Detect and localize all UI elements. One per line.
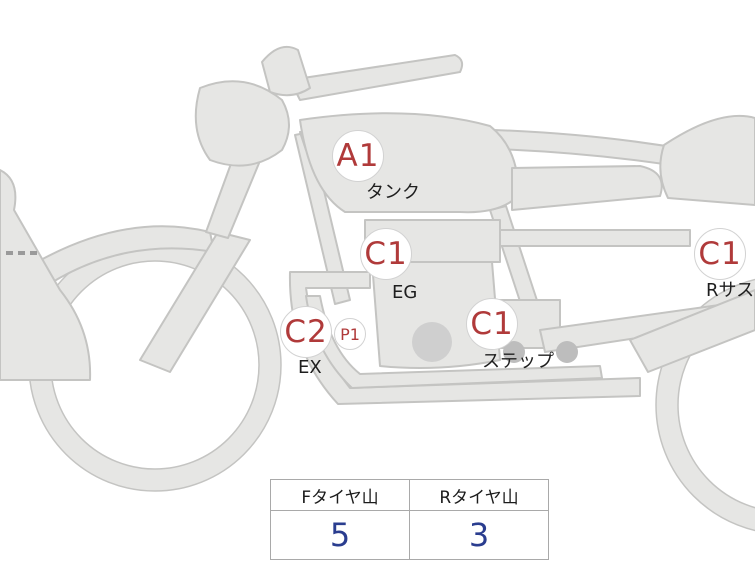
marker-tank: A1 <box>332 130 384 182</box>
rear-tire-header: Rタイヤ山 <box>409 479 549 511</box>
label-exhaust: EX <box>298 357 322 378</box>
marker-exhaust: C2 <box>280 306 332 358</box>
front-cowl <box>0 169 92 381</box>
marker-rear-suspension: C1 <box>694 228 746 280</box>
rear-cowl <box>659 114 755 206</box>
step-peg-right <box>556 341 578 363</box>
front-tire-header: Fタイヤ山 <box>270 479 410 511</box>
front-fork <box>139 231 251 373</box>
seat <box>511 165 663 211</box>
engine-cover <box>412 322 452 362</box>
marker-exhaust-secondary: P1 <box>334 318 366 350</box>
front-tire-value: 5 <box>270 510 410 560</box>
headlight <box>194 80 290 167</box>
rear-wheel <box>656 279 755 531</box>
label-rear-suspension: Rサス <box>706 280 755 301</box>
engine-block <box>371 261 501 369</box>
label-step: ステップ <box>482 351 554 372</box>
tire-tread-table: Fタイヤ山 Rタイヤ山 5 3 <box>270 479 549 560</box>
rear-tire-value: 3 <box>409 510 549 560</box>
label-tank: タンク <box>366 182 420 203</box>
marker-step: C1 <box>466 298 518 350</box>
handlebar <box>289 54 464 101</box>
step-peg-left <box>503 341 525 363</box>
marker-engine: C1 <box>360 228 412 280</box>
label-engine: EG <box>392 282 418 303</box>
